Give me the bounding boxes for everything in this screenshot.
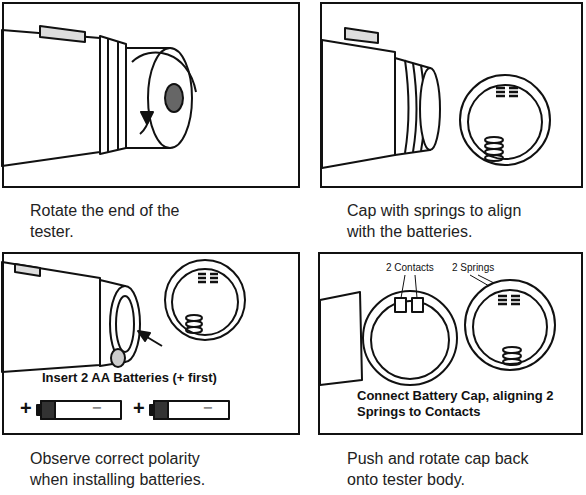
step-caption: Cap with springs to align with the batte…	[347, 200, 552, 242]
instruction-text: Connect Battery Cap, aligning 2 Springs …	[357, 388, 572, 420]
step-panel: Cap with springs to align with the batte…	[320, 2, 583, 188]
step-panel: Connect Battery Cap, aligning 2 Springs …	[318, 252, 583, 435]
step-panel: Rotate the end of the tester.	[2, 2, 300, 188]
step-caption: Rotate the end of the tester.	[30, 200, 210, 242]
battery-sign: −	[203, 399, 212, 417]
battery-sign: −	[92, 399, 101, 417]
step-panel: Insert 2 AA Batteries (+ first)Observe c…	[2, 252, 300, 435]
battery-sign: +	[20, 397, 32, 420]
callout-label: 2 Springs	[452, 262, 494, 273]
step-caption: Observe correct polarity when installing…	[30, 448, 240, 490]
battery-sign: +	[133, 397, 145, 420]
callout-label: 2 Contacts	[386, 262, 434, 273]
step-caption: Push and rotate cap back onto tester bod…	[347, 448, 552, 490]
instruction-text: Insert 2 AA Batteries (+ first)	[42, 370, 287, 386]
